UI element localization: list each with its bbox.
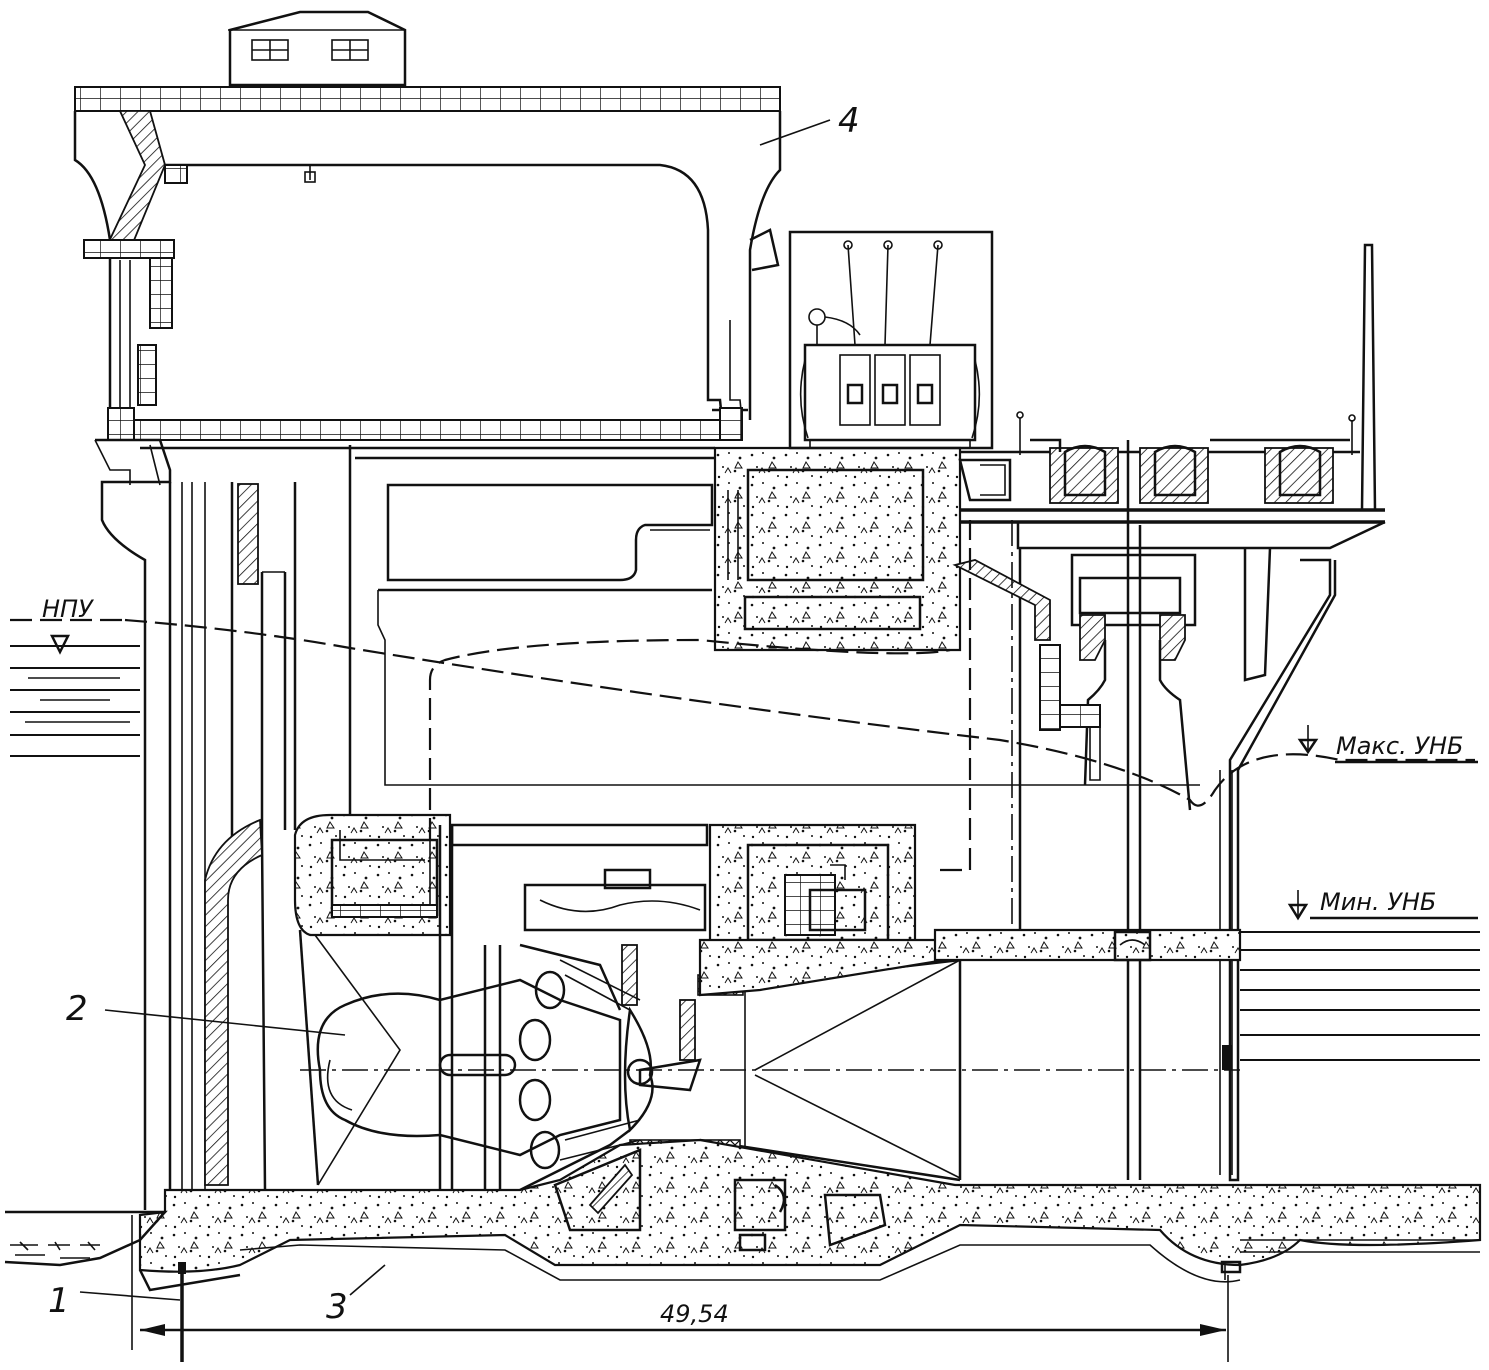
turbine-hall-chambers — [293, 520, 1013, 952]
callout-1: 1 — [48, 1281, 70, 1321]
crane-top-girder — [74, 86, 781, 112]
crane-trolley-cabin — [228, 10, 407, 87]
npu-label: НПУ — [42, 595, 94, 623]
callouts: 1 2 3 4 — [48, 101, 860, 1327]
dimension-line: 49,54 — [131, 1215, 1229, 1362]
max-unb-label: Макс. УНБ — [1336, 732, 1464, 760]
foundation-slab — [4, 1138, 1482, 1362]
water-levels: НПУ Макс. УНБ Мин. УНБ — [10, 595, 1480, 1061]
downstream-deck — [952, 243, 1386, 1182]
turbine-runner — [623, 1006, 654, 1133]
bulb-turbine-unit — [204, 818, 1242, 1222]
callout-2: 2 — [66, 989, 88, 1029]
dimension-label: 49,54 — [660, 1300, 729, 1328]
base-concrete — [138, 1138, 1482, 1273]
bulb-generator — [316, 978, 622, 1157]
min-unb-label: Мин. УНБ — [1320, 888, 1436, 916]
crane-lower-girder — [109, 419, 721, 441]
callout-3: 3 — [326, 1287, 348, 1327]
gantry-crane — [73, 10, 782, 441]
transformer-body — [803, 343, 977, 442]
callout-4: 4 — [838, 101, 860, 141]
upper-deck-structure — [94, 230, 1200, 1210]
